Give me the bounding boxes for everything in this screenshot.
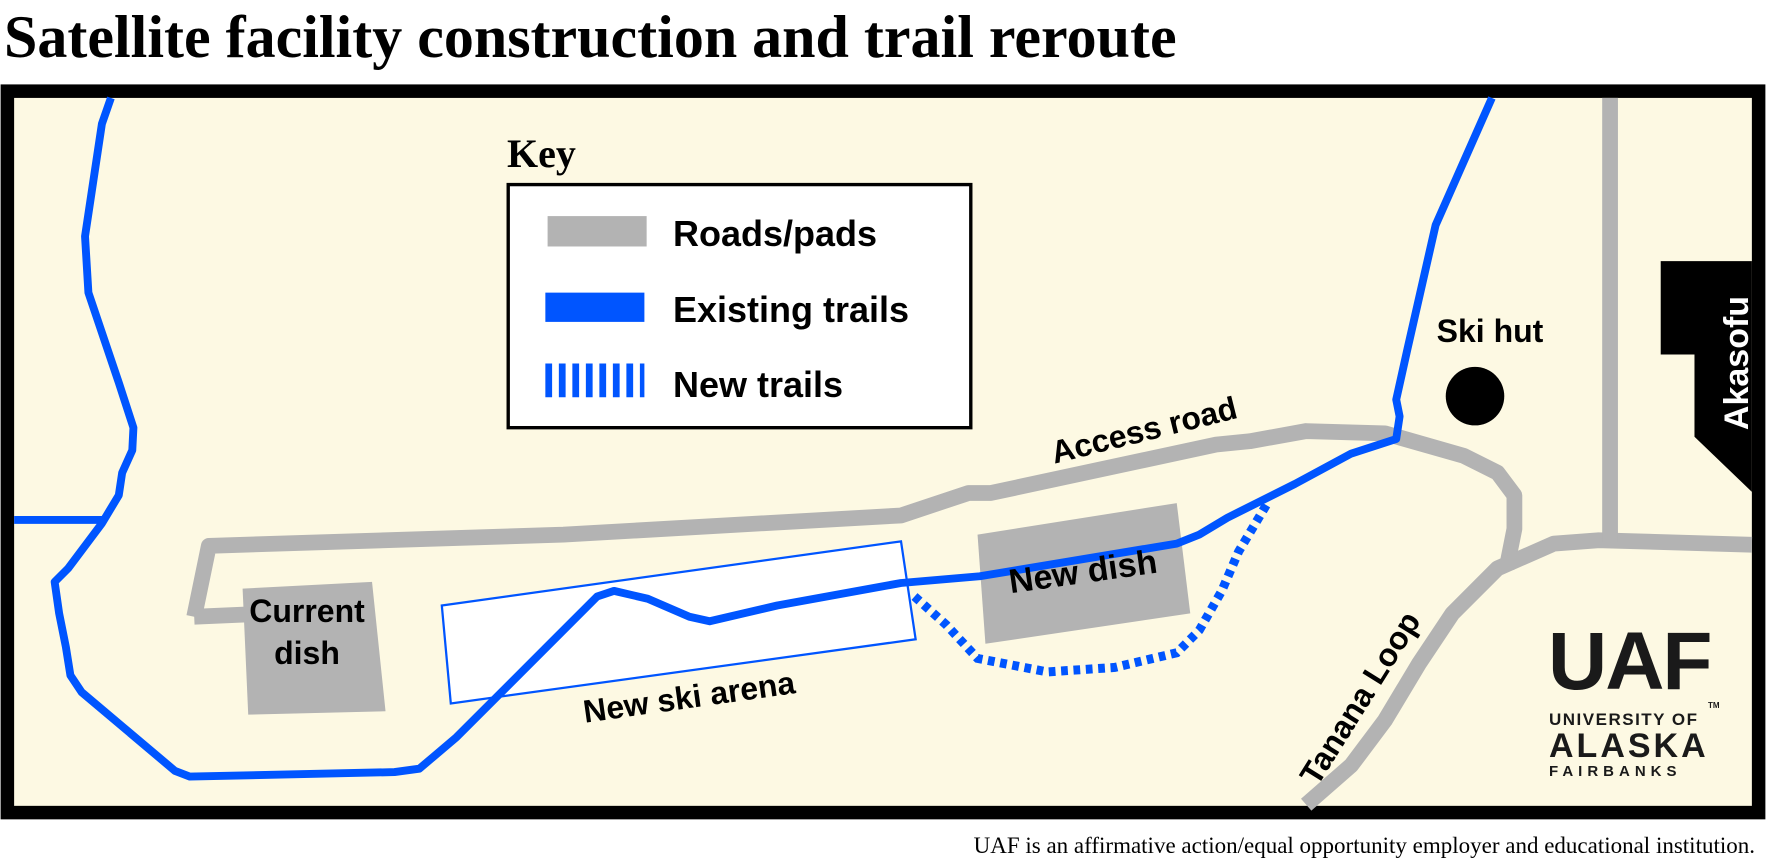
existing-trail-main xyxy=(50,96,1496,781)
existing-trails xyxy=(14,96,1496,781)
key-label-existing-trails: Existing trails xyxy=(673,289,910,330)
key-label-roads: Roads/pads xyxy=(673,213,878,254)
roads xyxy=(186,97,1753,811)
footer-disclaimer: UAF is an affirmative action/equal oppor… xyxy=(973,833,1755,858)
uaf-logo-line1: UNIVERSITY OF xyxy=(1549,710,1699,729)
akasofu-label: Akasofu xyxy=(1718,295,1756,431)
existing-trails-swatch xyxy=(545,292,645,322)
roads-swatch xyxy=(547,216,647,247)
uaf-logo-line3: FAIRBANKS xyxy=(1549,763,1682,780)
uaf-logo-line2: ALASKA xyxy=(1549,727,1709,765)
map-title: Satellite facility construction and trai… xyxy=(4,4,1177,70)
uaf-logo-mark: UAF xyxy=(1548,616,1713,707)
key-label-new-trails: New trails xyxy=(673,364,844,405)
current-dish-pad xyxy=(242,581,386,715)
map-key xyxy=(506,182,973,430)
ski-hut-label: Ski hut xyxy=(1436,313,1544,349)
new-dish-pad xyxy=(977,503,1191,644)
access-road xyxy=(186,423,1523,619)
new-ski-arena xyxy=(440,540,917,705)
current-dish-label-line2: dish xyxy=(274,635,340,671)
dish-spur-road xyxy=(193,606,247,625)
tanana-loop-road xyxy=(1300,532,1753,811)
akasofu-marker xyxy=(1660,261,1752,492)
ski-hut-marker xyxy=(1445,366,1505,426)
key-heading: Key xyxy=(507,131,576,176)
uaf-logo-tm: TM xyxy=(1708,701,1720,710)
current-dish-label-line1: Current xyxy=(249,593,365,629)
new-trail-reroute xyxy=(911,501,1271,677)
